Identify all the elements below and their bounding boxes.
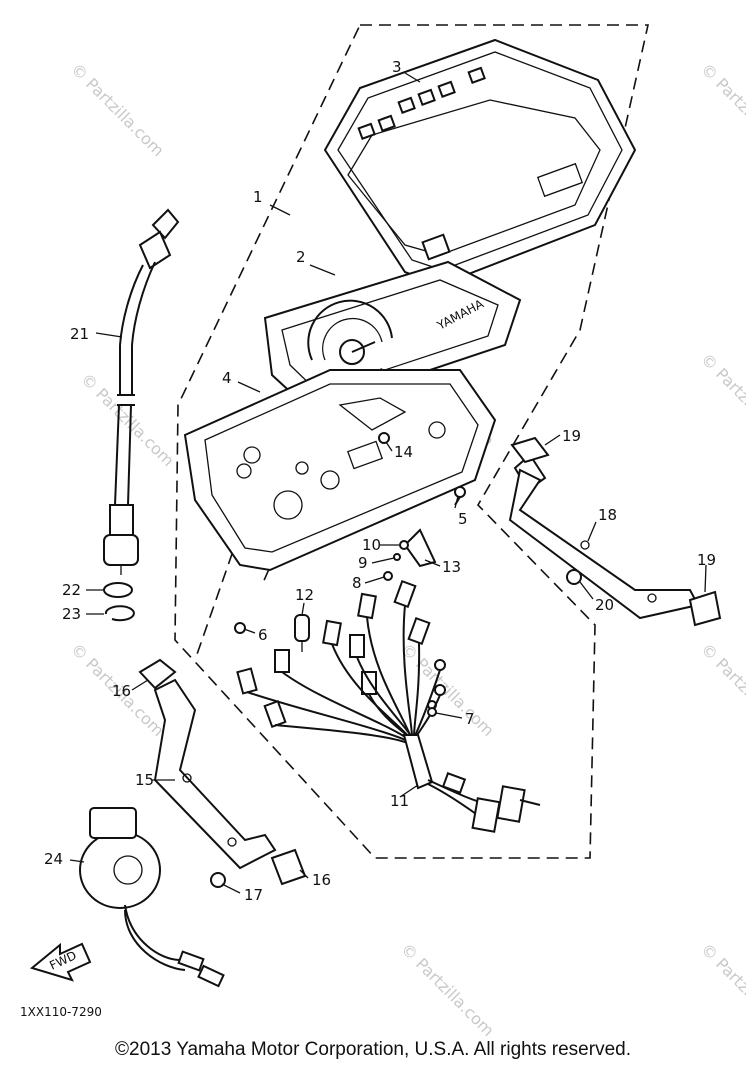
o-ring-22: [103, 582, 133, 598]
callout-10: 10: [362, 536, 381, 554]
screw-8: [383, 571, 393, 581]
watermark: © Partzilla.com: [697, 349, 746, 450]
callout-7: 7: [465, 710, 475, 728]
callout-19b: 19: [697, 551, 716, 569]
watermark: © Partzilla.com: [397, 939, 498, 1040]
bulb-12: [294, 614, 310, 652]
part-code: 1XX110-7290: [20, 1005, 102, 1019]
nut-14: [378, 432, 390, 444]
callout-17: 17: [244, 886, 263, 904]
callout-23: 23: [62, 605, 81, 623]
sensor-24: [79, 807, 225, 988]
washer-9: [393, 553, 401, 561]
callout-8: 8: [352, 574, 362, 592]
bracket-18: [508, 453, 700, 620]
watermark: © Partzilla.com: [397, 639, 498, 740]
callout-6: 6: [258, 626, 268, 644]
bulb-10: [399, 540, 409, 550]
watermark: © Partzilla.com: [697, 639, 746, 740]
speedometer-cable: [103, 208, 180, 575]
callout-3: 3: [392, 58, 402, 76]
callout-13: 13: [442, 558, 461, 576]
callout-2: 2: [296, 248, 306, 266]
screw-7: [427, 707, 437, 717]
callout-16a: 16: [112, 682, 131, 700]
callout-4: 4: [222, 369, 232, 387]
watermark: © Partzilla.com: [77, 369, 178, 470]
callout-15: 15: [135, 771, 154, 789]
callout-19a: 19: [562, 427, 581, 445]
callout-11: 11: [390, 792, 409, 810]
callout-16b: 16: [312, 871, 331, 889]
damper-19-bottom: [688, 590, 722, 627]
callout-18: 18: [598, 506, 617, 524]
circlip-23: [104, 605, 135, 622]
callout-20: 20: [595, 596, 614, 614]
callout-5: 5: [458, 510, 468, 528]
wiring-harness: [236, 579, 541, 833]
fwd-arrow-icon: FWD: [29, 942, 92, 982]
bracket-15: [153, 678, 277, 870]
watermark: © Partzilla.com: [697, 939, 746, 1040]
meter-case: [183, 369, 497, 572]
watermark: © Partzilla.com: [67, 59, 168, 160]
bracket-13: [403, 528, 437, 568]
callout-22: 22: [62, 581, 81, 599]
callout-21: 21: [70, 325, 89, 343]
damper-16-top: [138, 658, 177, 690]
damper-16-bottom: [270, 848, 307, 886]
leader-lines: [69, 72, 707, 894]
damper-19-top: [510, 436, 550, 464]
watermark: © Partzilla.com: [697, 59, 746, 160]
callout-12: 12: [295, 586, 314, 604]
callout-24: 24: [44, 850, 63, 868]
callouts: 1 2 3 4 5 6 7 8 9 10 11 12 13 14 15 16 1…: [44, 58, 716, 904]
meter-cover: [323, 38, 637, 287]
callout-1: 1: [253, 188, 263, 206]
nut-17: [210, 872, 226, 888]
callout-14: 14: [394, 443, 413, 461]
nut-20: [566, 569, 582, 585]
screw-6: [234, 622, 246, 634]
copyright-notice: ©2013 Yamaha Motor Corporation, U.S.A. A…: [115, 1039, 631, 1060]
callout-9: 9: [358, 554, 368, 572]
